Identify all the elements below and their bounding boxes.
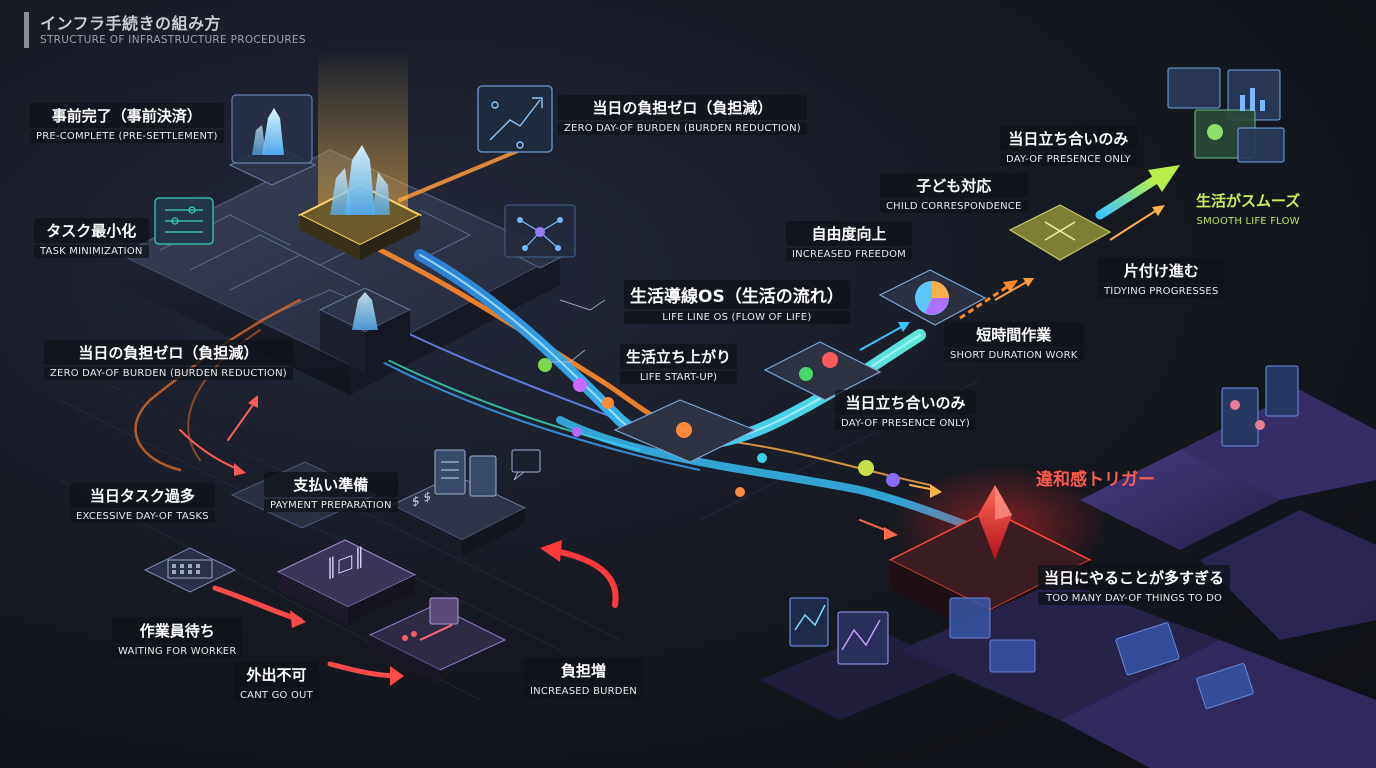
label-jp: 当日の負担ゼロ（負担減）: [44, 340, 293, 365]
label-jp: 自由度向上: [786, 221, 912, 246]
label-en: TASK MINIMIZATION: [34, 245, 149, 258]
page-title: インフラ手続きの組み方: [40, 10, 221, 34]
label-en: SHORT DURATION WORK: [944, 349, 1084, 362]
label-en: ZERO DAY-OF BURDEN (BURDEN REDUCTION): [558, 122, 807, 135]
label-en: TIDYING PROGRESSES: [1098, 285, 1225, 298]
circuit-icon: [478, 86, 552, 152]
label-en: TOO MANY DAY-OF THINGS TO DO: [1038, 592, 1230, 605]
circuit-icon: [155, 198, 213, 244]
label-en: DAY-OF PRESENCE ONLY): [835, 417, 976, 430]
label-life-startup: 生活立ち上がり LIFE START-UP): [620, 344, 737, 384]
label-en: SMOOTH LIFE FLOW: [1190, 215, 1306, 228]
label-jp: 事前完了（事前決済）: [30, 103, 224, 128]
label-jp: 当日立ち合いのみ: [1000, 126, 1137, 151]
label-jp: 外出不可: [234, 662, 319, 687]
document-icon: [435, 450, 496, 496]
label-jp: 短時間作業: [944, 322, 1084, 347]
label-payment: 支払い準備 PAYMENT PREPARATION: [264, 472, 398, 512]
pie-chart-icon: [915, 281, 949, 315]
label-en: ZERO DAY-OF BURDEN (BURDEN REDUCTION): [44, 367, 293, 380]
label-zero-burden-left: 当日の負担ゼロ（負担減） ZERO DAY-OF BURDEN (BURDEN …: [44, 340, 293, 380]
label-en: EXCESSIVE DAY-OF TASKS: [70, 510, 215, 523]
label-en: PAYMENT PREPARATION: [264, 499, 398, 512]
crystal-beacon: [300, 50, 420, 260]
label-en: LIFE LINE OS (FLOW OF LIFE): [624, 311, 850, 324]
label-burden-up: 負担増 INCREASED BURDEN: [524, 658, 643, 698]
label-presence-mid: 当日立ち合いのみ DAY-OF PRESENCE ONLY): [835, 390, 976, 430]
label-jp: 子ども対応: [880, 173, 1028, 198]
label-task-minimization: タスク最小化 TASK MINIMIZATION: [34, 218, 149, 258]
label-jp: 当日立ち合いのみ: [835, 390, 976, 415]
label-excess-tasks: 当日タスク過多 EXCESSIVE DAY-OF TASKS: [70, 483, 215, 523]
label-en: INCREASED FREEDOM: [786, 248, 912, 261]
label-trigger: 違和感トリガー: [1030, 463, 1161, 492]
label-smooth-life: 生活がスムーズ SMOOTH LIFE FLOW: [1190, 188, 1306, 228]
label-child: 子ども対応 CHILD CORRESPONDENCE: [880, 173, 1028, 213]
label-jp: 当日タスク過多: [70, 483, 215, 508]
label-jp: 生活立ち上がり: [620, 344, 737, 369]
label-jp: 支払い準備: [264, 472, 398, 497]
label-freedom: 自由度向上 INCREASED FREEDOM: [786, 221, 912, 261]
label-jp: タスク最小化: [34, 218, 149, 243]
label-en: INCREASED BURDEN: [524, 685, 643, 698]
label-presence-top: 当日立ち合いのみ DAY-OF PRESENCE ONLY: [1000, 126, 1137, 166]
label-jp: 当日にやることが多すぎる: [1038, 565, 1230, 590]
label-en: DAY-OF PRESENCE ONLY: [1000, 153, 1137, 166]
label-en: WAITING FOR WORKER: [112, 645, 242, 658]
label-en: CANT GO OUT: [234, 689, 319, 702]
label-tidying: 片付け進む TIDYING PROGRESSES: [1098, 258, 1225, 298]
label-jp: 当日の負担ゼロ（負担減）: [558, 95, 807, 120]
label-jp: 負担増: [524, 658, 643, 683]
label-life-line-os: 生活導線OS（生活の流れ） LIFE LINE OS (FLOW OF LIFE…: [624, 280, 850, 324]
label-jp: 生活がスムーズ: [1190, 188, 1306, 213]
chat-icon: [512, 450, 540, 480]
page-subtitle: STRUCTURE OF INFRASTRUCTURE PROCEDURES: [40, 34, 306, 46]
label-too-many: 当日にやることが多すぎる TOO MANY DAY-OF THINGS TO D…: [1038, 565, 1230, 605]
label-en: PRE-COMPLETE (PRE-SETTLEMENT): [30, 130, 224, 143]
label-cant-go-out: 外出不可 CANT GO OUT: [234, 662, 319, 702]
label-zero-burden-top: 当日の負担ゼロ（負担減） ZERO DAY-OF BURDEN (BURDEN …: [558, 95, 807, 135]
label-jp: 違和感トリガー: [1030, 463, 1161, 492]
label-short-work: 短時間作業 SHORT DURATION WORK: [944, 322, 1084, 362]
label-jp: 片付け進む: [1098, 258, 1225, 283]
label-en: CHILD CORRESPONDENCE: [880, 200, 1028, 213]
dashboard-panels: [1168, 68, 1284, 162]
label-pre-complete: 事前完了（事前決済） PRE-COMPLETE (PRE-SETTLEMENT): [30, 103, 224, 143]
label-jp: 作業員待ち: [112, 618, 242, 643]
chart-tiles: [790, 598, 888, 664]
label-waiting-worker: 作業員待ち WAITING FOR WORKER: [112, 618, 242, 658]
label-en: LIFE START-UP): [620, 371, 737, 384]
label-jp: 生活導線OS（生活の流れ）: [624, 280, 850, 309]
header-accent-bar: [24, 12, 29, 48]
